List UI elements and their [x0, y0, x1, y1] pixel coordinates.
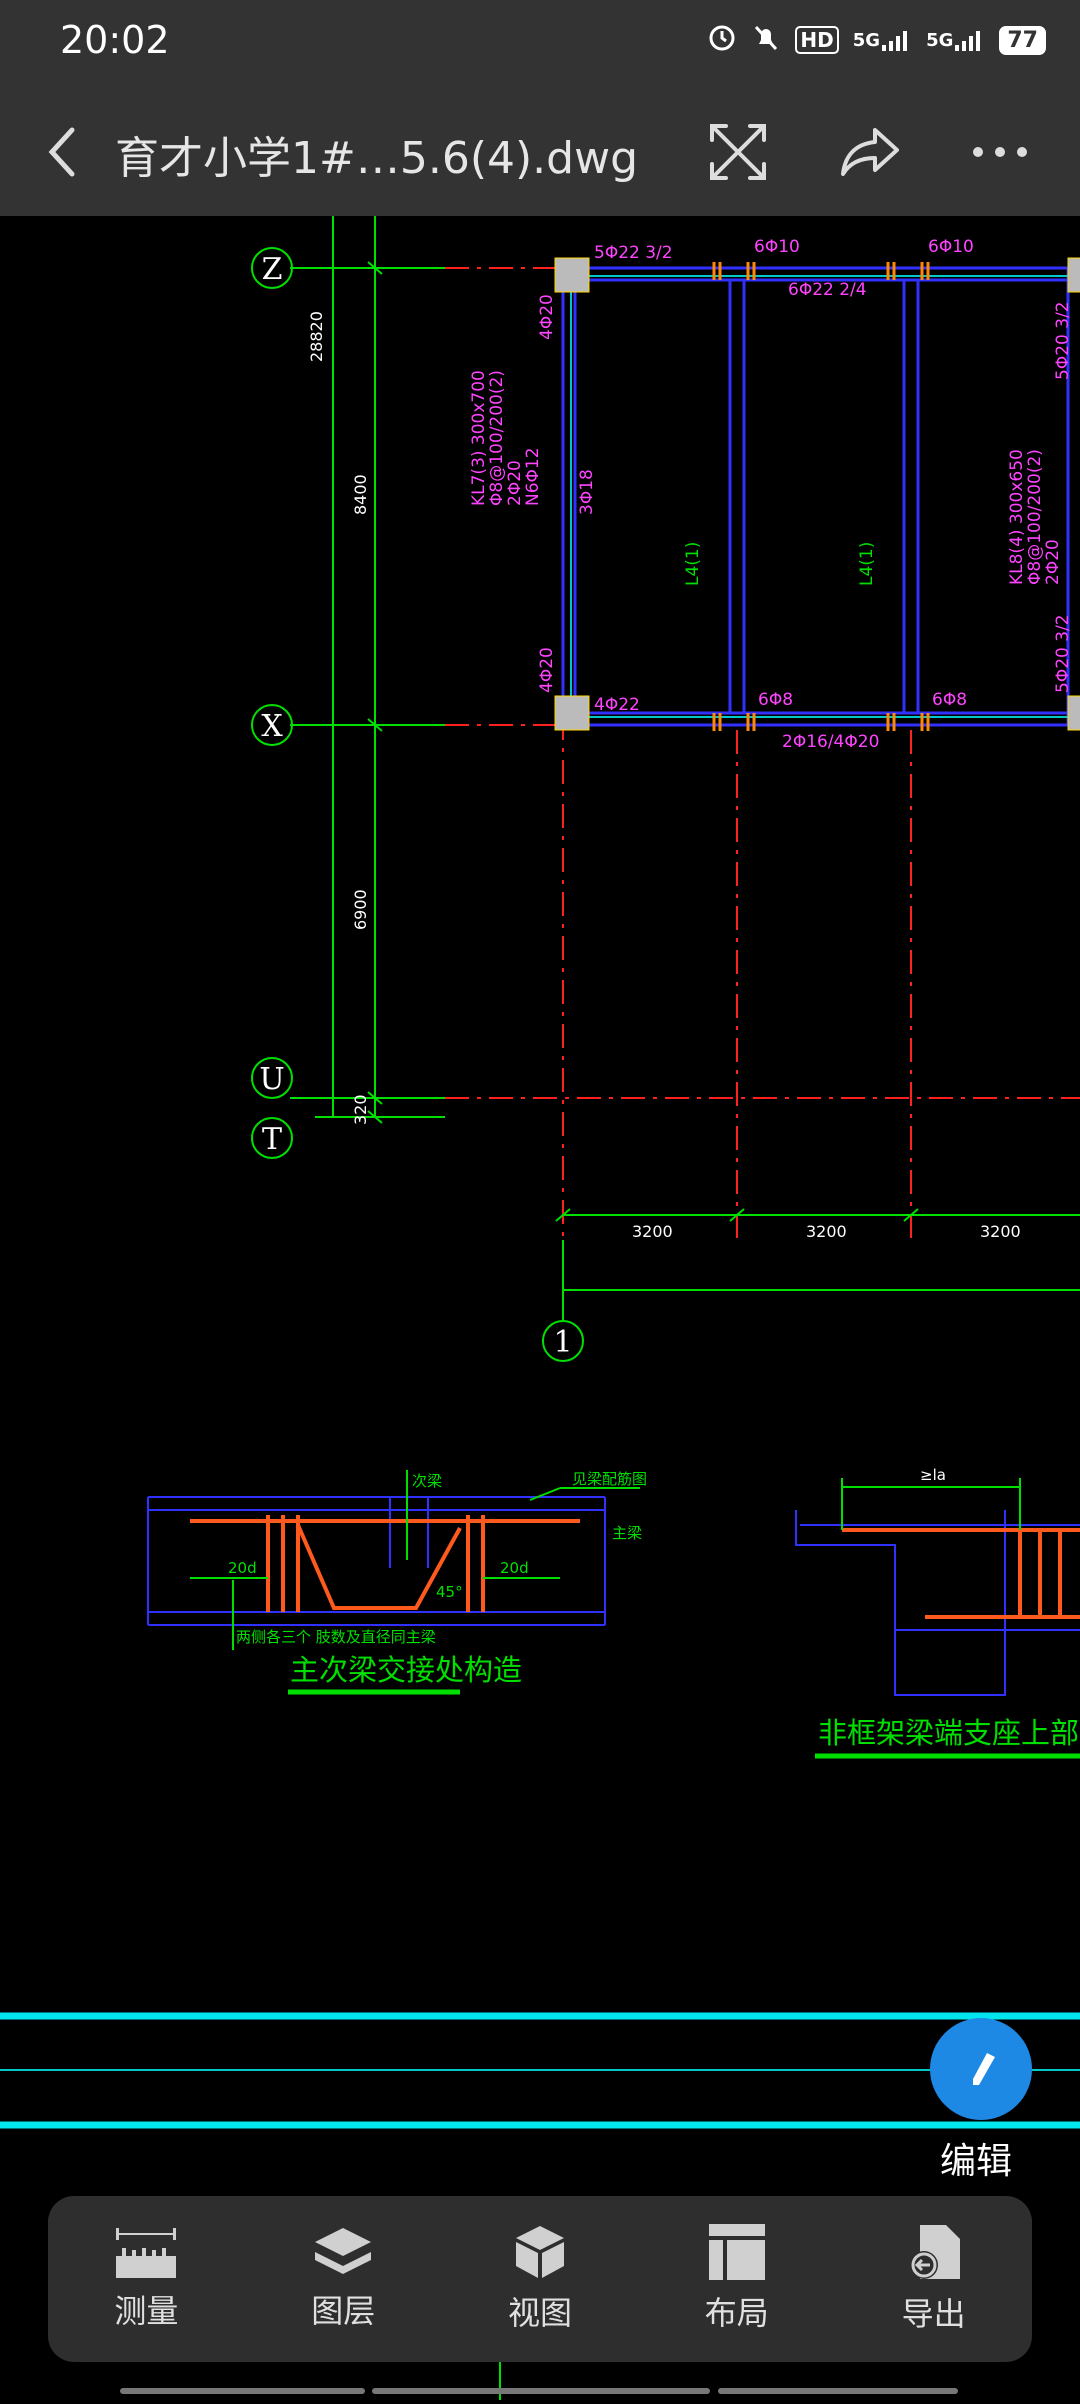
- back-arrow-icon: [48, 127, 75, 177]
- tool-measure-label: 测量: [114, 2292, 179, 2330]
- tool-layout[interactable]: 布局: [638, 2196, 835, 2362]
- ruler-icon: [116, 2228, 177, 2278]
- rebar-left-mid: 3Φ18: [577, 469, 597, 515]
- beam-kl7-line4: N6Φ12: [523, 447, 543, 506]
- dim-320: 320: [351, 1094, 370, 1125]
- beams: [561, 266, 1080, 727]
- more-dots-icon: [973, 147, 1027, 157]
- cad-drawing: Z X U T 1 28820 8400 6900 320 3200 3200 …: [0, 216, 1080, 2400]
- more-button[interactable]: [960, 112, 1040, 192]
- share-button[interactable]: [830, 112, 910, 192]
- rebar-bot-mid2: 6Φ8: [932, 690, 967, 710]
- cube-icon: [515, 2226, 564, 2278]
- detail1-20d-left: 20d: [228, 1559, 257, 1577]
- beam-l4-b: L4(1): [857, 542, 877, 586]
- alarm-icon: [707, 22, 737, 58]
- tool-layout-label: 布局: [704, 2294, 769, 2332]
- dim-3200-b: 3200: [806, 1222, 847, 1241]
- tool-measure[interactable]: 测量: [48, 2196, 245, 2362]
- rebar-top-left: 5Φ22 3/2: [594, 243, 673, 263]
- status-icons: HD 5G 5G 77: [707, 22, 1046, 58]
- rebar-left-top: 4Φ20: [537, 294, 557, 340]
- fullscreen-button[interactable]: [698, 112, 778, 192]
- page-indicator-2: [372, 2388, 710, 2394]
- dim-6900: 6900: [351, 889, 370, 930]
- detail1-secondary-beam: 次梁: [412, 1472, 442, 1490]
- mute-icon: [751, 22, 781, 58]
- tool-view[interactable]: 视图: [442, 2196, 639, 2362]
- battery-icon: 77: [999, 25, 1046, 55]
- grid-label-1: 1: [553, 1325, 572, 1360]
- detail-beam-support: ≥la 非框架梁端支座上部钢筋: [795, 1466, 1080, 1759]
- share-icon: [841, 128, 899, 176]
- beam-kl7-line2: Φ8@100/200(2): [487, 370, 507, 506]
- edit-button[interactable]: [930, 2018, 1032, 2120]
- columns: [554, 257, 1080, 731]
- status-time: 20:02: [60, 18, 170, 62]
- detail2-dim: ≥la: [920, 1466, 946, 1484]
- tool-layers[interactable]: 图层: [245, 2196, 442, 2362]
- tool-export-label: 导出: [901, 2295, 966, 2333]
- title-block-lines: [0, 2012, 1080, 2400]
- grid-label-t: T: [262, 1122, 282, 1157]
- hd-badge: HD: [795, 26, 839, 54]
- signal-5g-2: 5G: [926, 29, 985, 51]
- dim-28820: 28820: [307, 311, 326, 362]
- detail2-title: 非框架梁端支座上部钢筋: [818, 1716, 1080, 1750]
- dim-8400: 8400: [351, 474, 370, 515]
- grid-label-u: U: [259, 1062, 284, 1097]
- rebar-top-span: 6Φ22 2/4: [788, 280, 867, 300]
- rebar-right-bot: 5Φ20 3/2: [1053, 614, 1073, 693]
- back-button[interactable]: [22, 112, 102, 192]
- detail1-main-beam: 主梁: [612, 1524, 642, 1542]
- dimension-lines: [290, 216, 1080, 1320]
- detail1-bottom-note: 两侧各三个 肢数及直径同主梁: [236, 1628, 436, 1646]
- expand-icon: [710, 124, 766, 180]
- status-bar: 20:02 HD 5G 5G 77: [0, 0, 1080, 82]
- signal-5g-1: 5G: [853, 29, 912, 51]
- dim-3200-a: 3200: [632, 1222, 673, 1241]
- beam-kl7-line1: KL7(3) 300x700: [469, 370, 489, 506]
- dim-3200-c: 3200: [980, 1222, 1021, 1241]
- app-bar: 育才小学1#…5.6(4).dwg: [0, 82, 1080, 216]
- detail1-20d-right: 20d: [500, 1559, 529, 1577]
- page-indicator-3: [718, 2388, 958, 2394]
- layers-icon: [315, 2228, 372, 2274]
- beam-kl7-line3: 2Φ20: [505, 460, 525, 506]
- grid-label-z: Z: [262, 252, 283, 287]
- tool-layers-label: 图层: [311, 2292, 376, 2330]
- rebar-bot-left: 4Φ22: [594, 695, 640, 715]
- axis-lines: [445, 267, 1080, 1240]
- detail1-stirrup-note: 见梁配筋图: [572, 1470, 647, 1488]
- tool-view-label: 视图: [507, 2294, 572, 2332]
- grid-label-x: X: [261, 709, 283, 744]
- rebar-bot-mid1: 6Φ8: [758, 690, 793, 710]
- rebar-top-mid2: 6Φ10: [928, 237, 974, 257]
- detail1-title: 主次梁交接处构造: [290, 1653, 522, 1687]
- beam-kl8-line3: 2Φ20: [1043, 539, 1063, 585]
- rebar-top-mid1: 6Φ10: [754, 237, 800, 257]
- cad-drawing-canvas[interactable]: Z X U T 1 28820 8400 6900 320 3200 3200 …: [0, 216, 1080, 2400]
- detail-beam-intersection: 次梁 见梁配筋图 主梁 20d 20d 45° 两侧各三个 肢数及直径同主梁 主…: [147, 1470, 647, 1695]
- bottom-toolbar: 测量 图层 视图 布局 导出: [48, 2196, 1032, 2362]
- layout-icon: [708, 2224, 765, 2280]
- rebar-bot-span: 2Φ16/4Φ20: [782, 732, 879, 752]
- pen-icon: [973, 2053, 995, 2085]
- stirrup-marks: [712, 262, 930, 731]
- tool-export[interactable]: 导出: [835, 2196, 1032, 2362]
- page-indicator-1: [120, 2388, 365, 2394]
- file-title: 育才小学1#…5.6(4).dwg: [115, 133, 638, 184]
- detail1-angle: 45°: [436, 1583, 463, 1601]
- rebar-left-bot: 4Φ20: [537, 647, 557, 693]
- beam-kl8-line1: KL8(4) 300x650: [1007, 449, 1027, 585]
- grid-bubbles: [251, 247, 584, 1362]
- edit-label: 编辑: [940, 2141, 1013, 2182]
- export-icon: [909, 2225, 960, 2279]
- rebar-right-top: 5Φ20 3/2: [1053, 301, 1073, 380]
- beam-kl8-line2: Φ8@100/200(2): [1025, 449, 1045, 585]
- beam-l4-a: L4(1): [683, 542, 703, 586]
